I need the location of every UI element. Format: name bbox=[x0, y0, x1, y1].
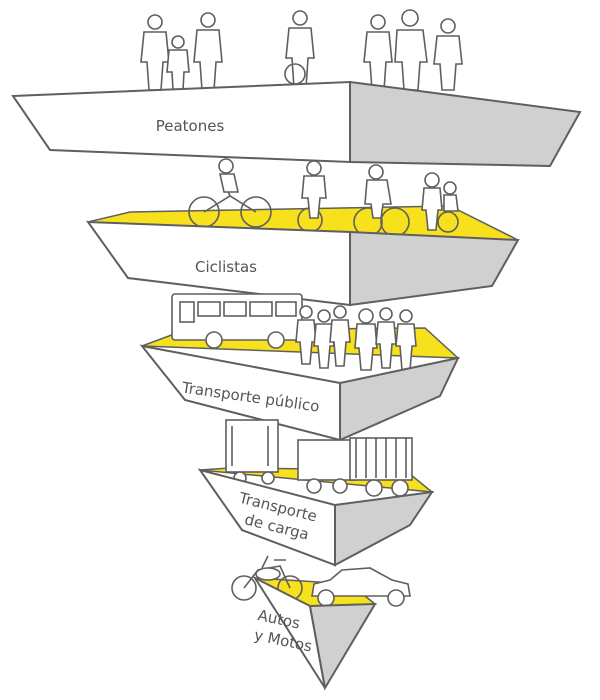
pedestrian-icon bbox=[140, 14, 170, 91]
pedestrian-icon bbox=[375, 307, 397, 369]
motorcycle-icon bbox=[231, 555, 303, 601]
level-transporte-de-carga: Transporte de carga bbox=[197, 419, 435, 567]
slab-side bbox=[339, 356, 460, 442]
pedestrian-icons bbox=[140, 9, 463, 91]
pedestrian-icon bbox=[354, 308, 378, 371]
level-label-peatones: Peatones bbox=[156, 117, 225, 135]
level-transporte-publico: Transporte público bbox=[139, 293, 461, 442]
pedestrian-icon bbox=[193, 12, 223, 91]
cyclist-icon bbox=[188, 158, 272, 228]
pedestrian-icon bbox=[363, 14, 393, 91]
pedestrian-icon bbox=[166, 35, 190, 91]
level-ciclistas: Ciclistas bbox=[86, 158, 520, 307]
pedestrian-icon bbox=[394, 9, 428, 91]
pedestrian-icon bbox=[295, 305, 317, 365]
bus-icon bbox=[171, 293, 303, 349]
truck-icon bbox=[225, 419, 279, 485]
gas-truck-icon bbox=[297, 437, 413, 497]
cyclist-icon bbox=[297, 160, 327, 233]
pedestrian-icon bbox=[395, 309, 417, 371]
cyclist-icon bbox=[421, 172, 459, 233]
pedestrian-icon bbox=[313, 309, 335, 369]
pedestrian-icon bbox=[433, 18, 463, 91]
cyclist-icons bbox=[188, 158, 459, 237]
level-autos-y-motos: Autos y Motos bbox=[231, 555, 411, 691]
slab-side bbox=[349, 230, 520, 307]
cyclist-icon bbox=[353, 164, 410, 237]
slab-side bbox=[349, 80, 582, 168]
pedestrian-icons bbox=[295, 305, 417, 371]
slab-side bbox=[334, 490, 435, 567]
level-label-ciclistas: Ciclistas bbox=[195, 258, 257, 276]
slab-side bbox=[308, 602, 377, 691]
pedestrian-icon bbox=[284, 10, 315, 89]
car-icon bbox=[311, 567, 411, 607]
pedestrian-icon bbox=[329, 305, 351, 367]
level-peatones: Peatones bbox=[11, 9, 582, 168]
